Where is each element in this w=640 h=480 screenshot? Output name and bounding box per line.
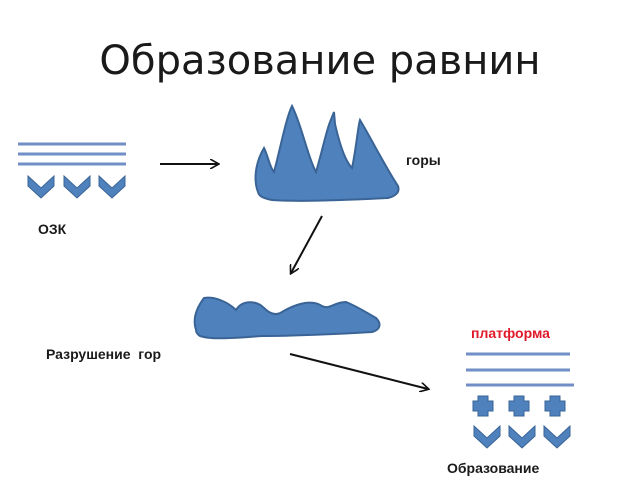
down-chevron-icon (473, 424, 501, 449)
plus-icon (544, 395, 566, 417)
formation-label: Образование (447, 460, 540, 476)
plus-icon (472, 395, 494, 417)
mountains-label: горы (406, 152, 441, 168)
arrow-mountains-to-destruction (291, 215, 323, 273)
platform-label: платформа (471, 325, 550, 341)
mountains-shape (254, 103, 400, 202)
ozk-label: ОЗК (38, 221, 67, 237)
platform-symbol (466, 352, 574, 449)
destruction-label: Разрушение гор (46, 346, 162, 362)
ozk-symbol (18, 142, 126, 199)
down-chevron-icon (508, 424, 536, 449)
down-chevron-icon (98, 174, 126, 199)
down-chevron-icon (543, 424, 571, 449)
down-chevron-icon (27, 174, 55, 199)
slide-title: Образование равнин (99, 38, 541, 84)
arrow-destruction-to-platform (289, 353, 428, 389)
down-chevron-icon (63, 174, 91, 199)
eroded-mountains-shape (193, 296, 381, 340)
plus-icon (508, 395, 530, 417)
